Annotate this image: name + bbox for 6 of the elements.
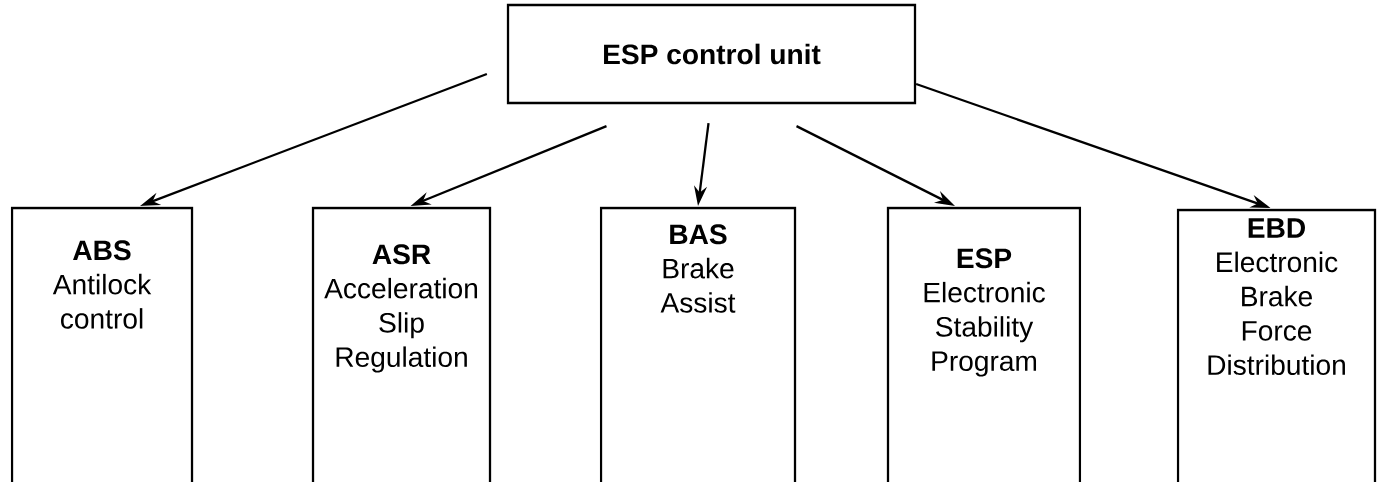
function-box: ABS Antilock control xyxy=(10,206,194,482)
function-box: ASR Acceleration Slip Regulation xyxy=(311,206,492,482)
function-box: ESP Electronic Stability Program xyxy=(886,206,1082,482)
control-unit-box: ESP control unit xyxy=(506,3,917,105)
function-box: BAS Brake Assist xyxy=(599,206,797,482)
function-box: EBD Electronic Brake Force Distribution xyxy=(1176,208,1377,482)
